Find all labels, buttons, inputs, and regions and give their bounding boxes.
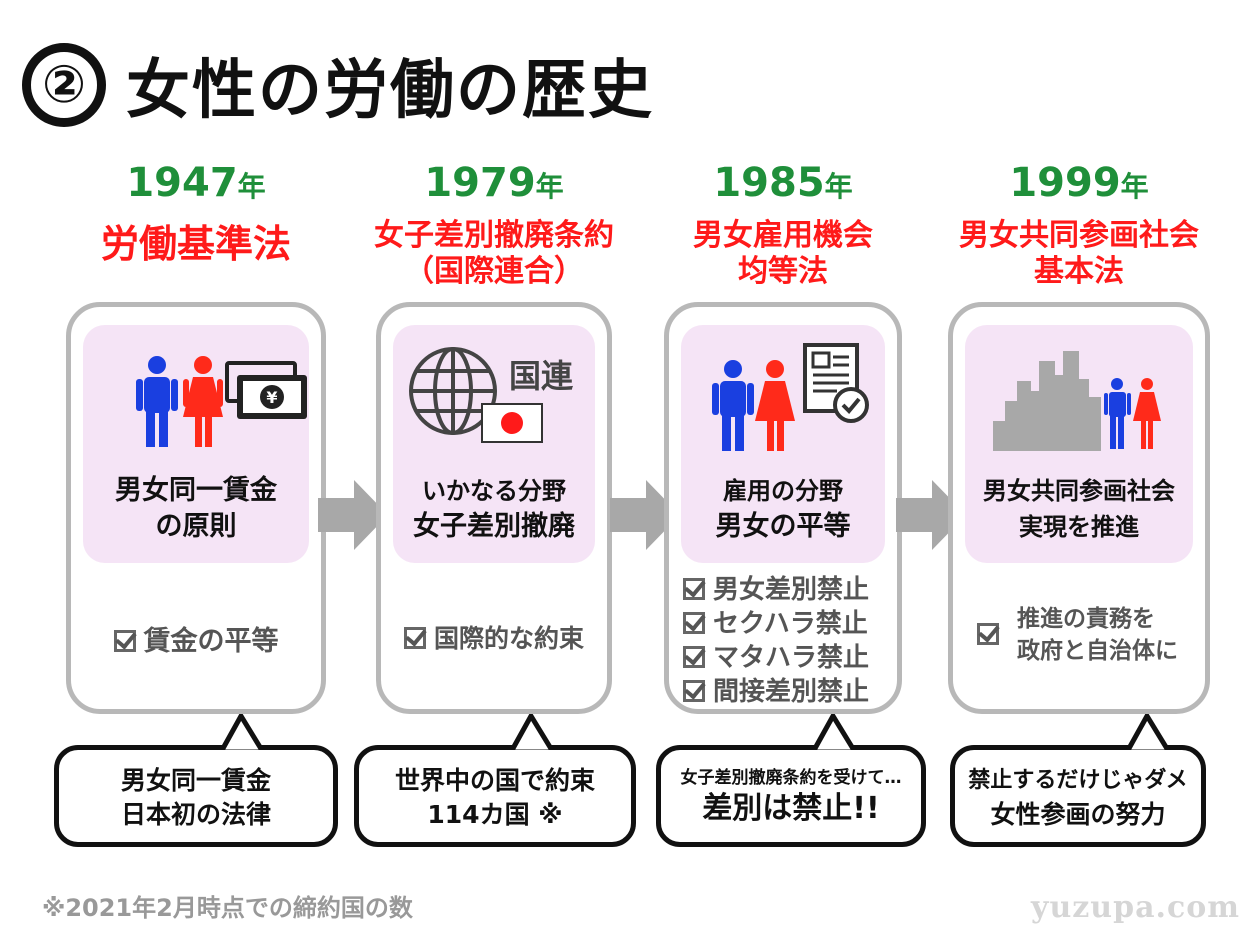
speech-bubble: 禁止するだけじゃダメ 女性参画の努力 [950,714,1206,847]
year-label: 1947年 [126,160,266,206]
check-item: 男女差別禁止 [683,573,869,607]
checkbox-icon [683,612,705,634]
info-card: ¥ 男女同一賃金の原則 賃金の平等 [66,302,326,714]
un-label: 国連 [509,357,574,395]
timeline-column-1999: 1999年 男女共同参画社会基本法 男女共同参画社会実現を推進 推進の責務を 政… [948,0,1210,945]
speech-bubble: 女子差別撤廃条約を受けて… 差別は禁止!! [656,714,926,847]
bubble-line-1: 世界中の国で約束 [394,766,595,795]
bubble-tail [507,714,557,754]
japan-flag-icon [481,403,543,443]
checked-document-icon [803,343,869,423]
bubble-line-1: 禁止するだけじゃダメ [968,768,1188,793]
speech-bubble: 世界中の国で約束 114カ国 ※ [354,714,636,847]
timeline-column-1947: 1947年 労働基準法 ¥ 男女同一賃金の原則 賃金の平等 男女同一賃金 日本初… [54,0,338,945]
bubble-tail [217,714,267,754]
checkbox-icon [403,627,426,649]
arrow-right-icon [610,480,680,550]
speech-bubble: 男女同一賃金 日本初の法律 [54,714,338,847]
timeline-column-1979: 1979年 女子差別撤廃条約（国際連合） 国連 いかなる分野女子差別撤廃 国際的… [354,0,636,945]
title-text: 女性の労働の歴史 [126,54,654,128]
arrow-right-icon [318,480,388,550]
highlight-panel: 国連 いかなる分野女子差別撤廃 [393,325,595,563]
pink-panel-text: 雇用の分野男女の平等 [715,477,851,542]
check-list: 男女差別禁止 セクハラ禁止 マタハラ禁止 間接差別禁止 [683,573,869,709]
check-line-1: 推進の責務を [1017,606,1155,632]
info-card: 雇用の分野男女の平等 男女差別禁止 セクハラ禁止 マタハラ禁止 間接差別禁止 [664,302,902,714]
checkbox-icon [683,680,705,702]
check-item: マタハラ禁止 [683,641,869,675]
bubble-line-2: 114カ国 ※ [427,800,563,829]
bubble-line-2: 日本初の法律 [120,800,271,829]
year-label: 1979年 [424,160,564,206]
check-item: 賃金の平等 [71,619,321,658]
pink-panel-text: いかなる分野女子差別撤廃 [413,477,575,542]
watermark: yuzupa.com [1031,890,1240,925]
timeline-column-1985: 1985年 男女雇用機会均等法 雇用の分野男女の平等 男女差別禁止 セクハラ禁止… [656,0,926,945]
yen-banknote-icon: ¥ [225,361,307,419]
checkbox-icon [977,623,999,645]
city-skyline-icon [993,351,1101,451]
checkbox-icon [683,646,705,668]
page-title: ② 女性の労働の歴史 [22,40,654,130]
check-item: 推進の責務を 政府と自治体に [977,603,1178,667]
highlight-panel: 男女共同参画社会実現を推進 [965,325,1193,563]
bubble-tail [809,714,859,754]
pink-panel-text: 男女共同参画社会実現を推進 [983,477,1175,541]
highlight-panel: ¥ 男女同一賃金の原則 [83,325,309,563]
check-item: セクハラ禁止 [683,607,869,641]
check-line-2: 政府と自治体に [1017,638,1178,664]
law-name: 女子差別撤廃条約（国際連合） [374,218,614,289]
info-card: 男女共同参画社会実現を推進 推進の責務を 政府と自治体に [948,302,1210,714]
year-label: 1999年 [1009,160,1149,206]
bubble-line-2: 差別は禁止!! [702,791,880,826]
male-female-icon [712,360,795,451]
bubble-line-1: 男女同一賃金 [120,766,271,795]
male-female-icon [136,356,223,447]
law-name: 男女共同参画社会基本法 [959,218,1199,289]
globe-icon [409,347,497,435]
checkbox-icon [683,578,705,600]
title-number: ② [22,43,106,127]
check-item: 国際的な約束 [381,619,607,655]
footnote: ※2021年2月時点での締約国の数 [42,894,413,922]
bubble-line-1: 女子差別撤廃条約を受けて… [680,768,902,788]
check-item: 間接差別禁止 [683,675,869,709]
bubble-line-2: 女性参画の努力 [990,800,1166,829]
bubble-tail [1123,714,1173,754]
male-female-icon [1104,378,1161,449]
law-name: 労働基準法 [100,222,291,266]
highlight-panel: 雇用の分野男女の平等 [681,325,885,563]
law-name: 男女雇用機会均等法 [693,218,873,289]
svg-text:¥: ¥ [266,388,277,407]
pink-panel-text: 男女同一賃金の原則 [115,475,277,542]
info-card: 国連 いかなる分野女子差別撤廃 国際的な約束 [376,302,612,714]
year-label: 1985年 [713,160,853,206]
checkbox-icon [113,630,136,652]
